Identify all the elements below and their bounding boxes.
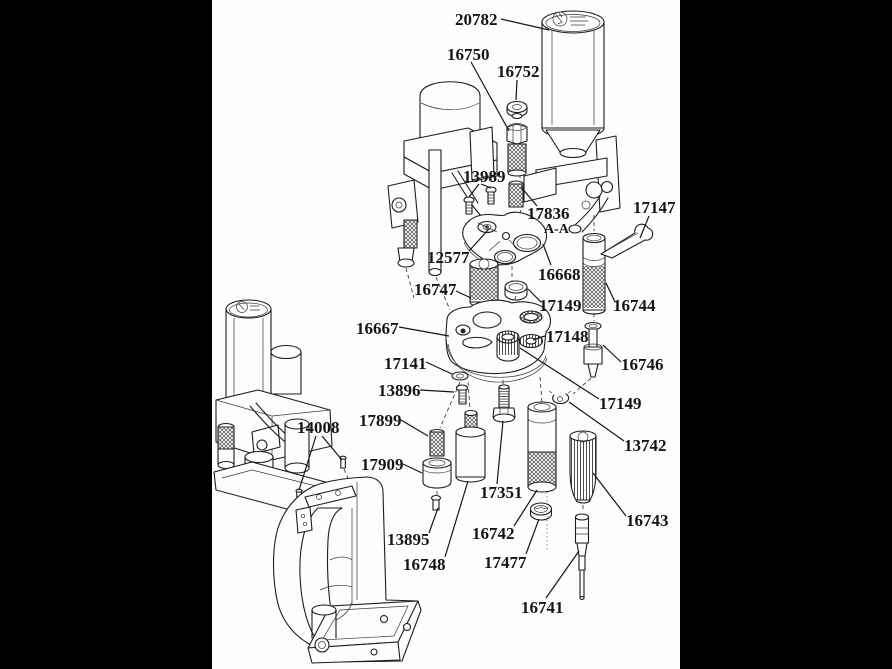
leader-line-17147 bbox=[639, 215, 650, 239]
leader-line-17909 bbox=[402, 463, 423, 474]
part-17147-handle bbox=[600, 223, 654, 259]
leader-line-17477 bbox=[525, 518, 540, 555]
leader-line-13895 bbox=[428, 507, 439, 534]
part-label-13742: 13742 bbox=[624, 436, 667, 455]
part-label-17148: 17148 bbox=[546, 327, 589, 346]
leader-line-16746 bbox=[602, 344, 622, 363]
part-label-16741: 16741 bbox=[521, 598, 564, 617]
part-label-17899: 17899 bbox=[359, 411, 402, 430]
part-16744-cylinder bbox=[582, 232, 606, 315]
part-17148-knob bbox=[518, 333, 544, 349]
leader-line-17351 bbox=[496, 420, 504, 485]
part-label-17149: 17149 bbox=[539, 296, 582, 315]
part-16667-baseplate bbox=[445, 299, 552, 383]
leader-line-16747 bbox=[455, 290, 472, 299]
leader-line-16750 bbox=[470, 61, 510, 132]
part-label-12577: 12577 bbox=[427, 248, 470, 267]
mount-bracket bbox=[523, 135, 621, 234]
part-label-16750: 16750 bbox=[447, 45, 490, 64]
leader-line-13896 bbox=[419, 389, 455, 393]
leader-line-16743 bbox=[592, 472, 627, 517]
part-label-17147: 17147 bbox=[633, 198, 676, 217]
leader-line-14008 bbox=[321, 435, 343, 461]
part-16750-adapter bbox=[506, 123, 528, 177]
part-17899-spring bbox=[429, 428, 445, 457]
part-label-17836: 17836 bbox=[527, 204, 570, 223]
part-17477-ring bbox=[529, 502, 553, 521]
part-17149-seated bbox=[496, 330, 520, 362]
part-label-16747: 16747 bbox=[414, 280, 457, 299]
part-label-13895: 13895 bbox=[387, 530, 430, 549]
part-label-16668: 16668 bbox=[538, 265, 581, 284]
part-label-16752: 16752 bbox=[497, 62, 540, 81]
part-label-13896: 13896 bbox=[378, 381, 421, 400]
part-label-16667: 16667 bbox=[356, 319, 399, 338]
part-17149-ring bbox=[504, 280, 528, 301]
part-label-17909: 17909 bbox=[361, 455, 404, 474]
part-label-17149: 17149 bbox=[599, 394, 642, 413]
part-17351-bolt bbox=[492, 384, 516, 423]
part-13989-screws bbox=[463, 186, 497, 215]
leader-line-13989 bbox=[468, 183, 480, 198]
leader-line-16668 bbox=[542, 243, 552, 266]
pump-assembly-left bbox=[213, 299, 347, 513]
part-16746-fitting bbox=[583, 321, 603, 378]
part-16748-cylinder bbox=[455, 409, 486, 483]
part-17141-washer bbox=[451, 371, 469, 381]
leader-line-16752 bbox=[515, 79, 518, 101]
leader-line-16742 bbox=[513, 489, 538, 527]
brand-logo-icon bbox=[552, 11, 588, 27]
leader-line-16741 bbox=[545, 550, 580, 599]
part-label-16748: 16748 bbox=[403, 555, 446, 574]
brand-logo-small-icon bbox=[236, 301, 260, 313]
part-17836-spring bbox=[508, 180, 524, 208]
part-13896-screw bbox=[455, 384, 469, 405]
section-marker-label: A-A bbox=[544, 222, 570, 237]
part-label-16746: 16746 bbox=[621, 355, 664, 374]
powder-hopper bbox=[541, 10, 605, 159]
leader-line-17899 bbox=[400, 419, 429, 437]
part-16752-washer bbox=[506, 100, 528, 120]
part-label-13989: 13989 bbox=[463, 167, 506, 186]
leader-line-14008 bbox=[298, 435, 317, 491]
leader-line-20782 bbox=[500, 18, 550, 31]
leader-line-12577 bbox=[468, 228, 490, 252]
leader-line-17149 bbox=[519, 347, 600, 400]
part-16742-sleeve bbox=[527, 401, 557, 493]
press-frame bbox=[273, 476, 422, 664]
leader-line-16748 bbox=[444, 480, 469, 558]
part-17909-drum bbox=[422, 457, 452, 489]
part-label-14008: 14008 bbox=[297, 418, 340, 437]
part-13895-screw bbox=[430, 494, 442, 511]
leader-line-17149 bbox=[527, 288, 542, 303]
leader-line-17836 bbox=[520, 186, 538, 207]
leader-line-16667 bbox=[398, 326, 450, 337]
part-label-16742: 16742 bbox=[472, 524, 515, 543]
part-label-17477: 17477 bbox=[484, 553, 527, 572]
part-16747-filter bbox=[469, 258, 499, 308]
part-label-20782: 20782 bbox=[455, 10, 498, 29]
part-label-16744: 16744 bbox=[613, 296, 656, 315]
part-label-17351: 17351 bbox=[480, 483, 523, 502]
leader-line-16744 bbox=[605, 282, 616, 303]
leader-line-13989 bbox=[480, 183, 492, 189]
leader-line-17148 bbox=[532, 335, 546, 341]
pump-assembly-top bbox=[387, 81, 498, 277]
leader-line-17141 bbox=[425, 361, 453, 375]
leader-line-13742 bbox=[568, 401, 625, 442]
part-label-16743: 16743 bbox=[626, 511, 669, 530]
part-label-17141: 17141 bbox=[384, 354, 427, 373]
part-16743-cylinder bbox=[569, 430, 597, 504]
part-13742-clip bbox=[548, 390, 572, 405]
part-16741-pin bbox=[574, 513, 590, 601]
